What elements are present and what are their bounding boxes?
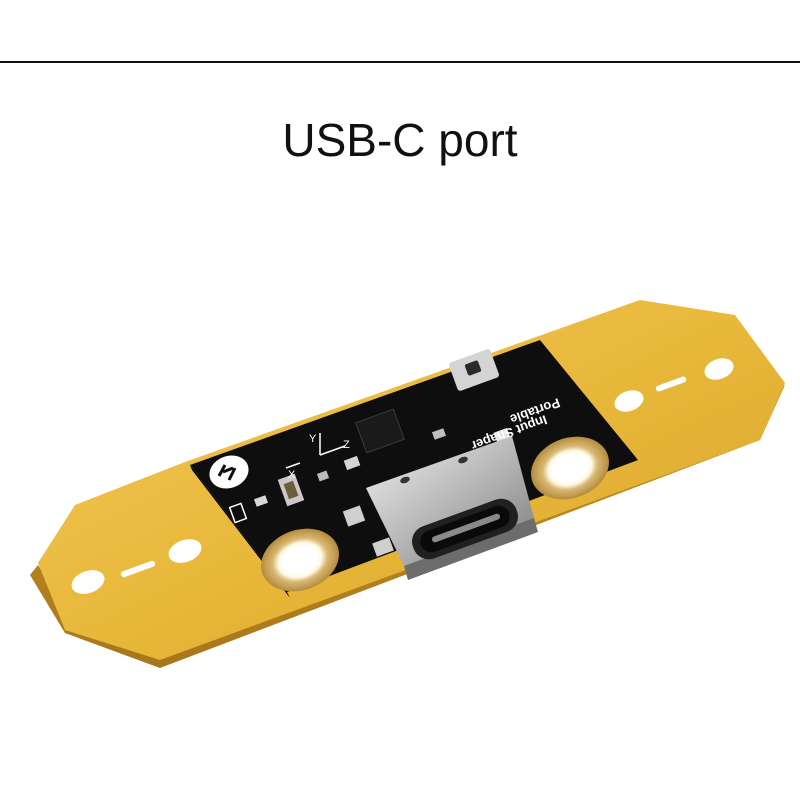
axis-y-label: Y	[309, 433, 317, 445]
smd-components	[228, 408, 511, 557]
product-heading: USB-C port	[282, 114, 518, 166]
usb-c-connector	[366, 436, 538, 580]
right-mounting-holes	[614, 358, 734, 412]
left-mounting-holes	[71, 539, 202, 594]
brand-logo	[209, 455, 249, 489]
plated-hole-right	[531, 436, 609, 500]
axis-markings	[285, 433, 346, 469]
top-divider-line	[0, 61, 800, 63]
reset-button	[449, 349, 499, 391]
plated-hole-left	[261, 528, 339, 592]
axis-z-label: Z	[343, 439, 350, 451]
axis-x-label: X	[288, 469, 296, 481]
